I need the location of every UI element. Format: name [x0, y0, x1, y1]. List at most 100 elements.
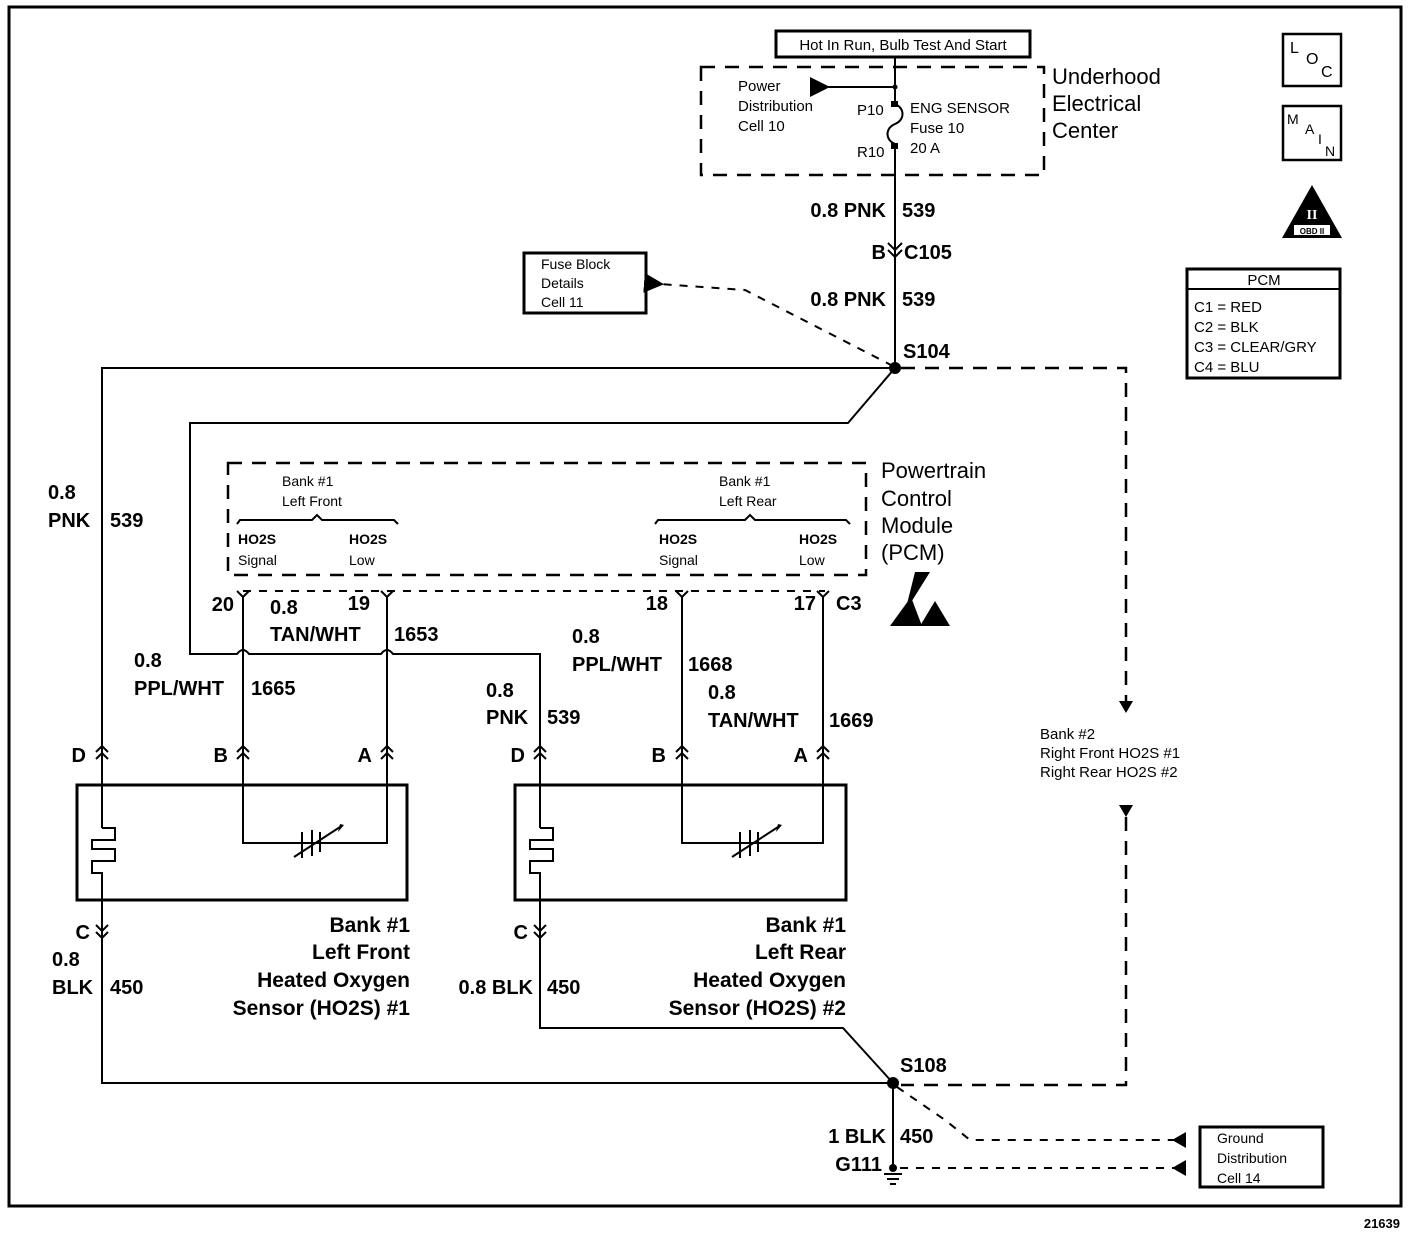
svg-text:450: 450 — [547, 977, 580, 999]
svg-text:Heated Oxygen: Heated Oxygen — [257, 969, 410, 992]
svg-text:HO2S: HO2S — [349, 531, 387, 547]
svg-text:Distribution: Distribution — [738, 98, 813, 115]
svg-text:Distribution: Distribution — [1217, 1150, 1287, 1166]
svg-text:Left Rear: Left Rear — [755, 941, 846, 964]
svg-text:M: M — [1287, 111, 1299, 127]
ground-dashed-leader-1 — [896, 1086, 1175, 1141]
svg-text:O: O — [1306, 51, 1318, 68]
sensor-ho2s-1: D B A C Bank #1 Left Front Heated Oxygen… — [72, 744, 411, 1020]
sensing-element-wire — [242, 760, 388, 844]
svg-text:D: D — [511, 745, 525, 767]
svg-text:OBD II: OBD II — [1300, 227, 1324, 236]
svg-text:20 A: 20 A — [910, 140, 940, 157]
ground-arrow-1-icon — [1172, 1132, 1186, 1148]
main-icon[interactable]: M A I N — [1281, 104, 1343, 162]
bank2-dashed-feed — [901, 366, 1128, 702]
svg-text:I: I — [1318, 131, 1322, 147]
svg-text:539: 539 — [547, 707, 580, 729]
pcm-module: Powertrain Control Module (PCM) Bank #1 … — [226, 458, 986, 577]
svg-text:0.8 BLK: 0.8 BLK — [459, 977, 534, 999]
svg-text:1668: 1668 — [688, 654, 733, 676]
heater-element-icon — [91, 827, 116, 930]
svg-text:PPL/WHT: PPL/WHT — [572, 654, 662, 676]
svg-text:C: C — [1321, 64, 1333, 81]
bank2-dashed-return — [901, 817, 1128, 1087]
wire-450-left — [101, 930, 893, 1084]
svg-text:0.8: 0.8 — [270, 597, 298, 619]
connector-c105-icon — [887, 242, 903, 259]
svg-text:BLK: BLK — [52, 977, 94, 999]
ground-distribution-ref[interactable]: Ground Distribution Cell 14 — [1198, 1125, 1325, 1189]
fuse-block-details-ref[interactable]: Fuse Block Details Cell 11 — [522, 251, 648, 315]
svg-text:Signal: Signal — [238, 552, 277, 568]
wire-450-rear — [539, 930, 894, 1084]
variable-cell-icon — [293, 824, 344, 858]
pcm-right-bracket — [654, 513, 851, 525]
svg-text:0.8: 0.8 — [134, 650, 162, 672]
svg-text:Cell 10: Cell 10 — [738, 118, 785, 135]
svg-text:539: 539 — [110, 510, 143, 532]
svg-text:450: 450 — [900, 1126, 933, 1148]
svg-text:1665: 1665 — [251, 678, 296, 700]
svg-text:Bank #1: Bank #1 — [765, 914, 846, 937]
svg-text:539: 539 — [902, 289, 935, 311]
svg-text:0.8: 0.8 — [708, 682, 736, 704]
connector-a-icon — [380, 744, 394, 760]
connector-d-icon — [533, 744, 547, 760]
svg-text:Right Rear HO2S #2: Right Rear HO2S #2 — [1040, 764, 1178, 781]
svg-text:D: D — [72, 745, 86, 767]
diagram-number: 21639 — [1364, 1216, 1400, 1231]
svg-text:Hot In Run, Bulb Test And Star: Hot In Run, Bulb Test And Start — [799, 37, 1007, 54]
svg-text:Powertrain: Powertrain — [881, 458, 986, 483]
hot-in-run-label: Hot In Run, Bulb Test And Start — [774, 29, 1032, 59]
svg-text:HO2S: HO2S — [799, 531, 837, 547]
svg-text:C3: C3 — [836, 593, 862, 615]
svg-text:Sensor (HO2S) #1: Sensor (HO2S) #1 — [233, 997, 411, 1020]
svg-text:17: 17 — [794, 593, 816, 615]
svg-text:0.8 PNK: 0.8 PNK — [810, 289, 886, 311]
power-feed-wire — [810, 57, 896, 97]
svg-text:Ground: Ground — [1217, 1130, 1264, 1146]
svg-text:450: 450 — [110, 977, 143, 999]
fuse-block-dashed-leader — [643, 272, 894, 367]
svg-text:TAN/WHT: TAN/WHT — [708, 710, 799, 732]
connector-a-icon — [816, 744, 830, 760]
svg-text:Fuse 10: Fuse 10 — [910, 120, 964, 137]
svg-text:A: A — [794, 745, 808, 767]
svg-text:G111: G111 — [835, 1154, 882, 1176]
svg-text:19: 19 — [348, 593, 370, 615]
fuse-terminal-r10 — [891, 143, 898, 149]
loc-icon[interactable]: L O C — [1281, 32, 1343, 88]
sensing-element-wire — [681, 760, 824, 844]
svg-text:C2 = BLK: C2 = BLK — [1194, 319, 1259, 336]
pcm-connector-legend: PCM C1 = RED C2 = BLK C3 = CLEAR/GRY C4 … — [1185, 267, 1342, 380]
svg-text:B: B — [214, 745, 228, 767]
svg-text:C: C — [514, 922, 528, 944]
svg-text:Low: Low — [799, 552, 826, 568]
bank2-note: Bank #2 Right Front HO2S #1 Right Rear H… — [1040, 726, 1180, 781]
fuse-terminal-p10 — [891, 101, 898, 107]
svg-text:C4 = BLU: C4 = BLU — [1194, 359, 1259, 376]
svg-text:Signal: Signal — [659, 552, 698, 568]
svg-text:II: II — [1307, 208, 1318, 223]
obd-ii-icon: II OBD II — [1282, 185, 1342, 238]
svg-text:PCM: PCM — [1247, 272, 1280, 289]
wire-539-left — [101, 367, 895, 760]
connector-b-icon — [236, 744, 250, 760]
svg-text:Control: Control — [881, 486, 952, 511]
svg-text:A: A — [1305, 121, 1315, 137]
svg-text:0.8: 0.8 — [572, 626, 600, 648]
pcm-left-bracket — [236, 513, 399, 525]
svg-text:Bank #2: Bank #2 — [1040, 726, 1095, 743]
ground-arrow-2-icon — [1172, 1160, 1186, 1176]
svg-text:C1 = RED: C1 = RED — [1194, 299, 1262, 316]
svg-text:1653: 1653 — [394, 624, 439, 646]
svg-text:Low: Low — [349, 552, 376, 568]
svg-text:Fuse Block: Fuse Block — [541, 256, 611, 272]
svg-text:Bank #1: Bank #1 — [719, 473, 771, 489]
fuse-symbol — [886, 87, 904, 180]
svg-text:B: B — [872, 242, 886, 264]
svg-text:539: 539 — [902, 200, 935, 222]
svg-text:ENG SENSOR: ENG SENSOR — [910, 100, 1010, 117]
